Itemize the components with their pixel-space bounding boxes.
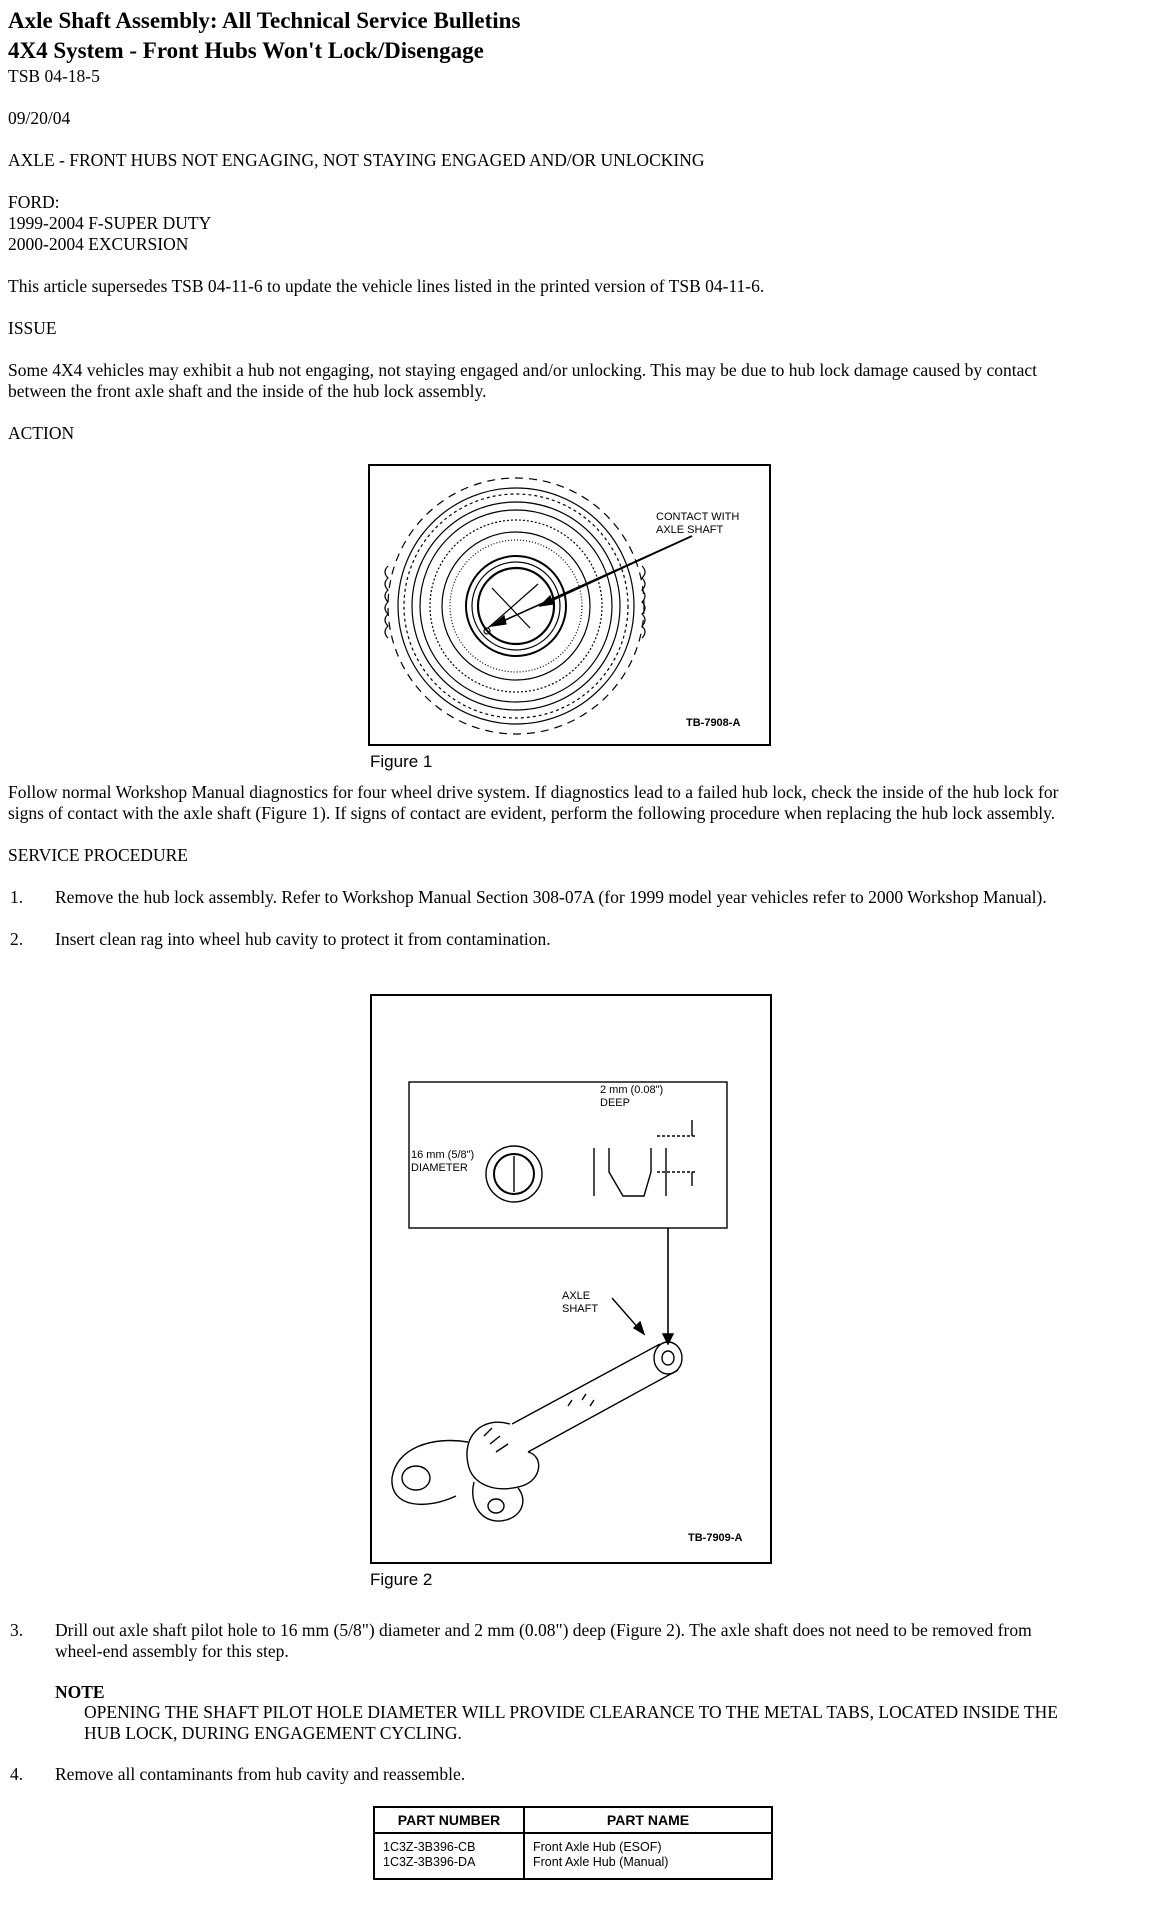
axle-label: AXLE xyxy=(562,1290,590,1302)
note-heading: NOTE xyxy=(55,1682,105,1702)
supersedes-note: This article supersedes TSB 04-11-6 to u… xyxy=(8,276,765,296)
step-number: 4. xyxy=(10,1764,24,1784)
table-row: 1C3Z-3B396-CB Front Axle Hub (ESOF) xyxy=(374,1833,772,1855)
step-text: Insert clean rag into wheel hub cavity t… xyxy=(55,929,551,949)
figure-2-caption: Figure 2 xyxy=(370,1570,433,1589)
tsb-date: 09/20/04 xyxy=(8,108,71,128)
diameter-label: DIAMETER xyxy=(411,1162,468,1174)
vehicle-line: 1999-2004 F-SUPER DUTY xyxy=(8,213,212,233)
doc-title: Axle Shaft Assembly: All Technical Servi… xyxy=(8,8,521,33)
parts-table: PART NUMBER PART NAME 1C3Z-3B396-CB Fron… xyxy=(373,1806,773,1880)
step-text: Drill out axle shaft pilot hole to 16 mm… xyxy=(55,1620,1032,1640)
step-text: wheel-end assembly for this step. xyxy=(55,1641,289,1661)
figure-1-caption: Figure 1 xyxy=(370,752,433,771)
table-row: 1C3Z-3B396-DA Front Axle Hub (Manual) xyxy=(374,1855,772,1879)
part-number: 1C3Z-3B396-DA xyxy=(383,1855,476,1869)
axle-shaft-drawing: 2 mm (0.08") DEEP 16 mm (5/8") DIAMETER … xyxy=(391,1081,742,1544)
contact-label: AXLE SHAFT xyxy=(656,524,724,536)
note-text: OPENING THE SHAFT PILOT HOLE DIAMETER WI… xyxy=(84,1702,1058,1722)
depth-label: 2 mm (0.08") xyxy=(600,1084,663,1096)
follow-text: Follow normal Workshop Manual diagnostic… xyxy=(8,782,1059,802)
subject-line: AXLE - FRONT HUBS NOT ENGAGING, NOT STAY… xyxy=(8,150,705,170)
step-text: Remove all contaminants from hub cavity … xyxy=(55,1764,466,1784)
figure-2-axle-shaft: 2 mm (0.08") DEEP 16 mm (5/8") DIAMETER … xyxy=(370,994,772,1564)
depth-label: DEEP xyxy=(600,1097,630,1109)
vehicle-make: FORD: xyxy=(8,192,60,212)
tsb-number: TSB 04-18-5 xyxy=(8,66,100,86)
figure-1-hub-lock: CONTACT WITH AXLE SHAFT TB-7908-A xyxy=(368,464,771,746)
hub-lock-drawing: CONTACT WITH AXLE SHAFT TB-7908-A xyxy=(384,477,740,735)
issue-heading: ISSUE xyxy=(8,318,57,338)
column-header: PART NUMBER xyxy=(373,1806,525,1834)
step-text: Remove the hub lock assembly. Refer to W… xyxy=(55,887,1047,907)
contact-label: CONTACT WITH xyxy=(656,511,739,523)
issue-text: between the front axle shaft and the ins… xyxy=(8,381,487,401)
column-header: PART NAME xyxy=(523,1806,773,1834)
figure-code: TB-7909-A xyxy=(688,1532,742,1544)
diameter-label: 16 mm (5/8") xyxy=(411,1149,474,1161)
axle-label: SHAFT xyxy=(562,1303,598,1315)
follow-text: signs of contact with the axle shaft (Fi… xyxy=(8,803,1056,823)
step-number: 3. xyxy=(10,1620,24,1640)
part-name: Front Axle Hub (ESOF) xyxy=(523,1833,772,1855)
part-name: Front Axle Hub (Manual) xyxy=(523,1855,772,1879)
doc-subtitle: 4X4 System - Front Hubs Won't Lock/Disen… xyxy=(8,38,484,63)
step-number: 2. xyxy=(10,929,24,949)
service-heading: SERVICE PROCEDURE xyxy=(8,845,188,865)
issue-text: Some 4X4 vehicles may exhibit a hub not … xyxy=(8,360,1038,380)
action-heading: ACTION xyxy=(8,423,75,443)
vehicle-line: 2000-2004 EXCURSION xyxy=(8,234,189,254)
step-number: 1. xyxy=(10,887,24,907)
part-number: 1C3Z-3B396-CB xyxy=(383,1840,476,1854)
note-text: HUB LOCK, DURING ENGAGEMENT CYCLING. xyxy=(84,1723,462,1743)
figure-code: TB-7908-A xyxy=(686,717,740,729)
